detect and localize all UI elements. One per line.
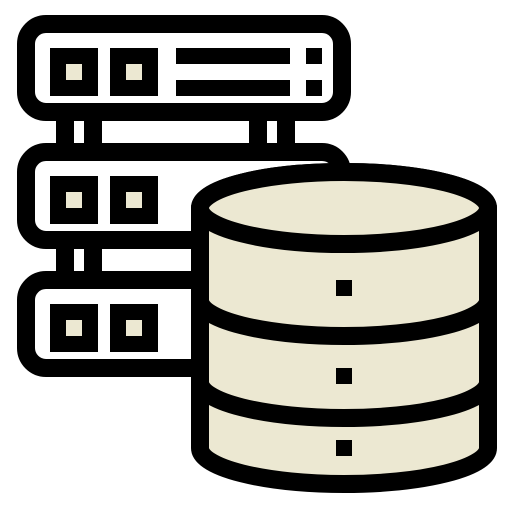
db-indicator [336,440,352,456]
db-indicator [336,368,352,384]
drive-slot-line [176,48,290,64]
drive-slot-line [176,80,290,96]
database-cylinder-icon [191,163,497,493]
led-indicator [50,48,98,96]
db-indicator [336,280,352,296]
led-indicator [110,48,158,96]
server-unit-top [17,15,351,121]
led-indicator [50,176,98,224]
led-indicator [110,304,158,352]
status-dot [306,48,322,64]
led-indicator [110,176,158,224]
led-indicator [50,304,98,352]
status-dot [306,80,322,96]
